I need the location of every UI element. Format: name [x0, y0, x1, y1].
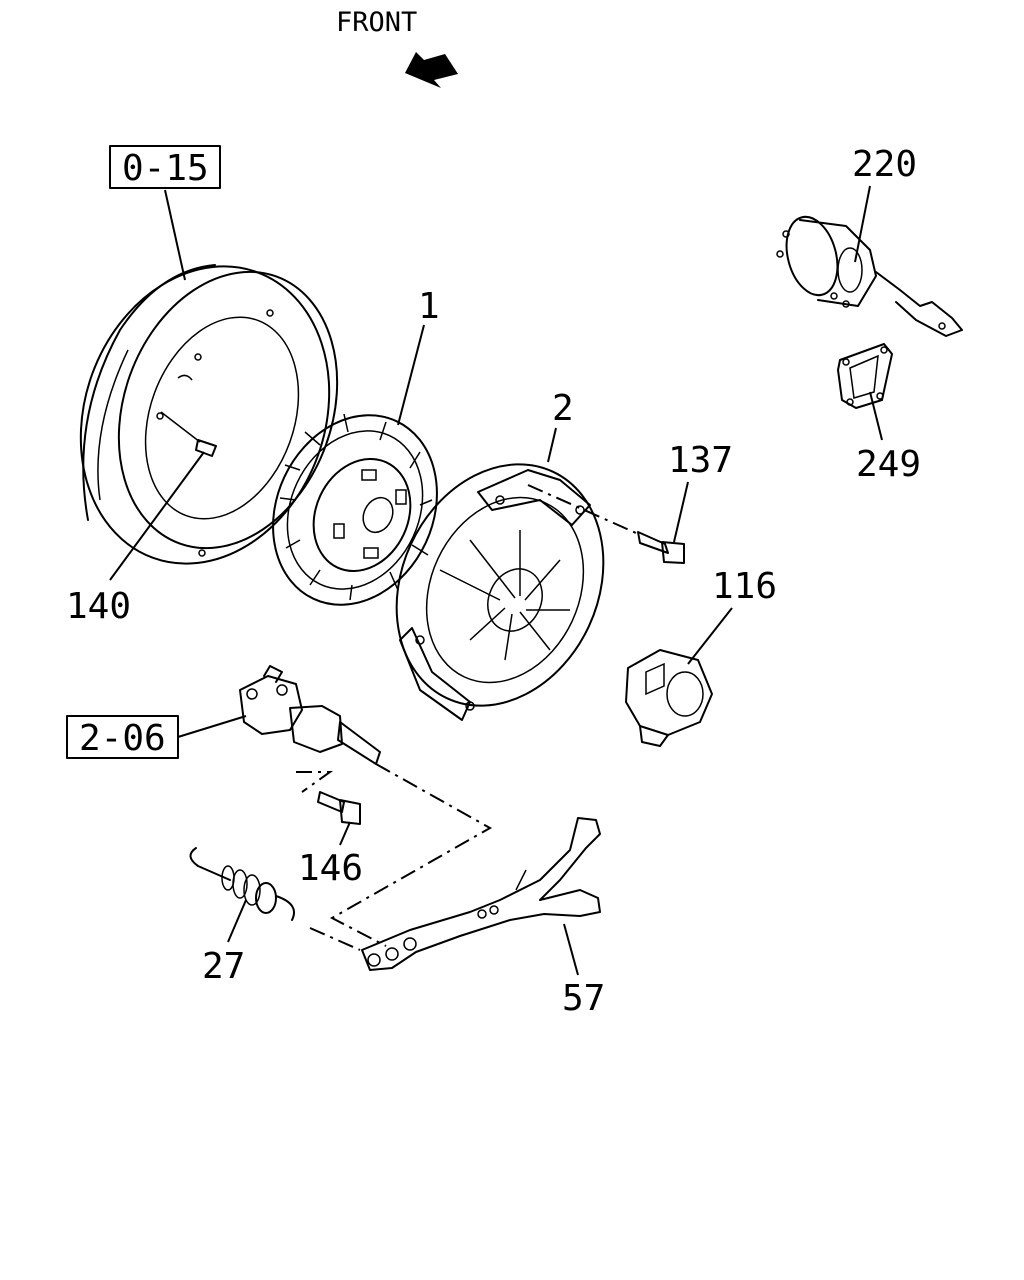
clutch-booster [776, 215, 963, 337]
flywheel-leader [164, 189, 186, 281]
part-146-leader [339, 821, 351, 846]
release-bearing [625, 649, 713, 747]
part-1-label: 1 [418, 286, 440, 327]
part-2-leader [547, 427, 557, 463]
cylinder-leader [177, 715, 247, 738]
part-27-leader [227, 899, 247, 943]
part-146-label: 146 [298, 848, 363, 889]
release-fork [361, 817, 601, 971]
cylinder-ref-label: 2-06 [79, 718, 166, 759]
front-label: FRONT [336, 7, 417, 38]
flywheel [79, 264, 339, 565]
part-2-label: 2 [552, 388, 574, 429]
front-indicator: FRONT [336, 7, 458, 88]
bolt-137 [527, 484, 685, 564]
pushrod-path [329, 763, 493, 947]
part-137-label: 137 [668, 440, 733, 481]
part-140-leader [109, 451, 205, 581]
part-116-label: 116 [712, 566, 777, 607]
flywheel-ref-label: 0-15 [122, 148, 209, 189]
part-116-leader [687, 607, 733, 665]
part-1-leader [397, 324, 425, 426]
pressure-plate [395, 463, 605, 721]
part-137-leader [673, 481, 689, 543]
part-27-label: 27 [202, 946, 245, 987]
slave-cylinder [239, 665, 381, 765]
front-arrow-icon [405, 52, 458, 88]
flywheel-ref-box [109, 145, 221, 189]
part-220-label: 220 [852, 144, 917, 185]
part-140-label: 140 [66, 586, 131, 627]
part-249-leader [869, 391, 883, 441]
part-220-leader [854, 185, 871, 263]
gasket-249 [837, 343, 893, 409]
clutch-disc [272, 413, 438, 606]
part-57-leader [563, 923, 579, 976]
bolt-146 [296, 771, 361, 825]
boot-27 [189, 847, 361, 951]
part-57-label: 57 [562, 978, 605, 1019]
part-249-label: 249 [856, 444, 921, 485]
